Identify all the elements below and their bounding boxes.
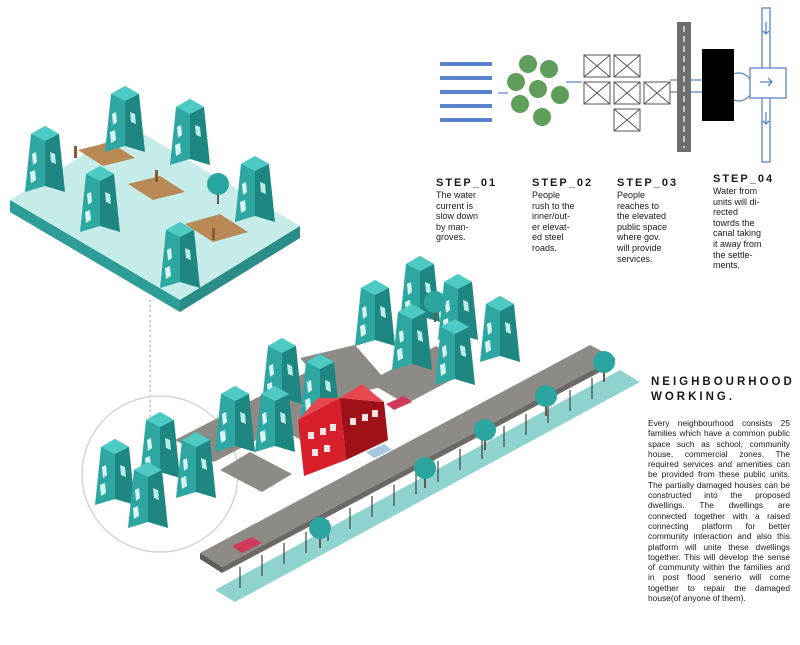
car-icon <box>232 396 412 553</box>
main-plan <box>95 256 640 602</box>
step-4: STEP_04 Water from units will di- rected… <box>713 173 777 271</box>
step-3: STEP_03 People reaches to the elevated p… <box>617 177 679 264</box>
public-unit-icon <box>702 49 734 121</box>
step-4-title: STEP_04 <box>713 173 775 185</box>
step-3-title: STEP_03 <box>617 177 679 189</box>
mangrove-icon <box>507 55 569 126</box>
step-2: STEP_02 People rush to the inner/out- er… <box>532 177 594 254</box>
step-2-title: STEP_02 <box>532 177 594 189</box>
process-diagram <box>440 7 787 163</box>
step-3-text: People reaches to the elevated public sp… <box>617 190 668 264</box>
public-building <box>298 384 388 476</box>
neighbourhood-title: NEIGHBOURHOOD WORKING. <box>651 376 795 403</box>
step-2-text: People rush to the inner/out- er elevat-… <box>532 190 575 253</box>
neighbourhood-description: Every neighbourhood consists 25 families… <box>648 418 790 604</box>
step-1: STEP_01 The water current is slow down b… <box>436 177 498 243</box>
steel-road-grid-icon <box>583 54 671 132</box>
step-1-title: STEP_01 <box>436 177 498 189</box>
step-4-text: Water from units will di- rected towrds … <box>713 186 762 271</box>
elevated-road-icon <box>677 22 691 152</box>
canal-icon <box>749 7 787 163</box>
top-cluster <box>10 86 300 312</box>
water-lines-icon <box>440 62 492 122</box>
step-1-text: The water current is slow down by man- g… <box>436 190 479 243</box>
